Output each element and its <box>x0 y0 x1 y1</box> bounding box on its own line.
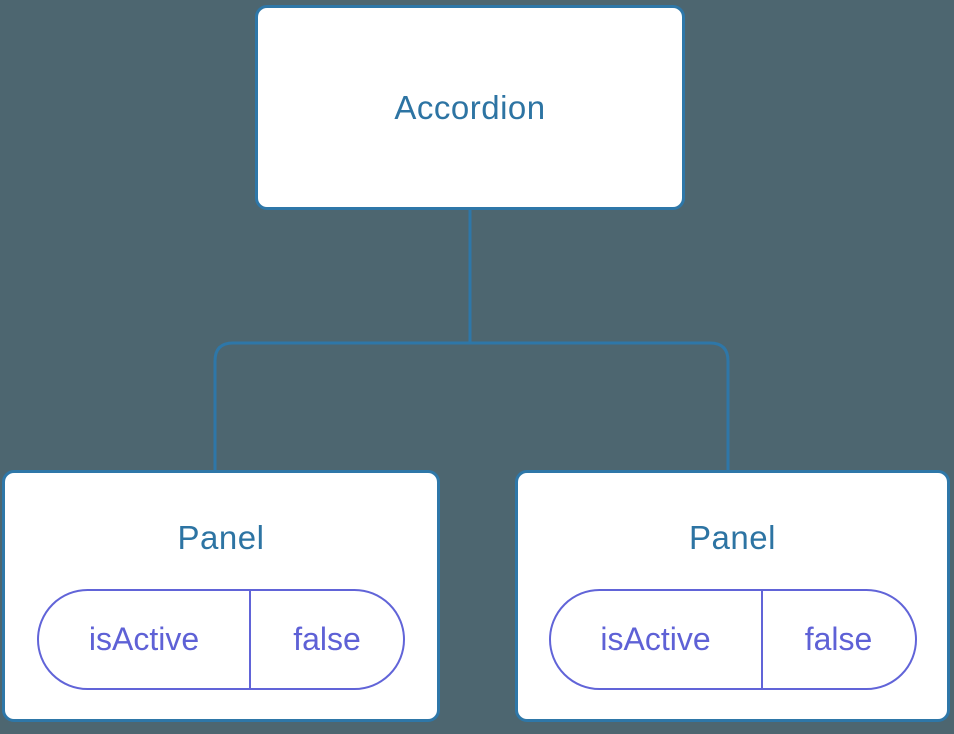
node-panel-right: Panel isActive false <box>515 470 950 722</box>
node-panel-left: Panel isActive false <box>2 470 440 722</box>
state-pill: isActive false <box>548 589 917 690</box>
panel-node-label: Panel <box>177 519 265 556</box>
connector-branches <box>213 341 730 470</box>
state-key: isActive <box>39 591 251 688</box>
state-pill: isActive false <box>37 589 405 690</box>
state-key: isActive <box>551 591 763 688</box>
accordion-node-label: Accordion <box>394 88 546 126</box>
panel-node-label: Panel <box>689 519 776 556</box>
state-value: false <box>804 621 873 657</box>
node-accordion: Accordion <box>255 5 685 210</box>
state-value: false <box>293 621 361 657</box>
